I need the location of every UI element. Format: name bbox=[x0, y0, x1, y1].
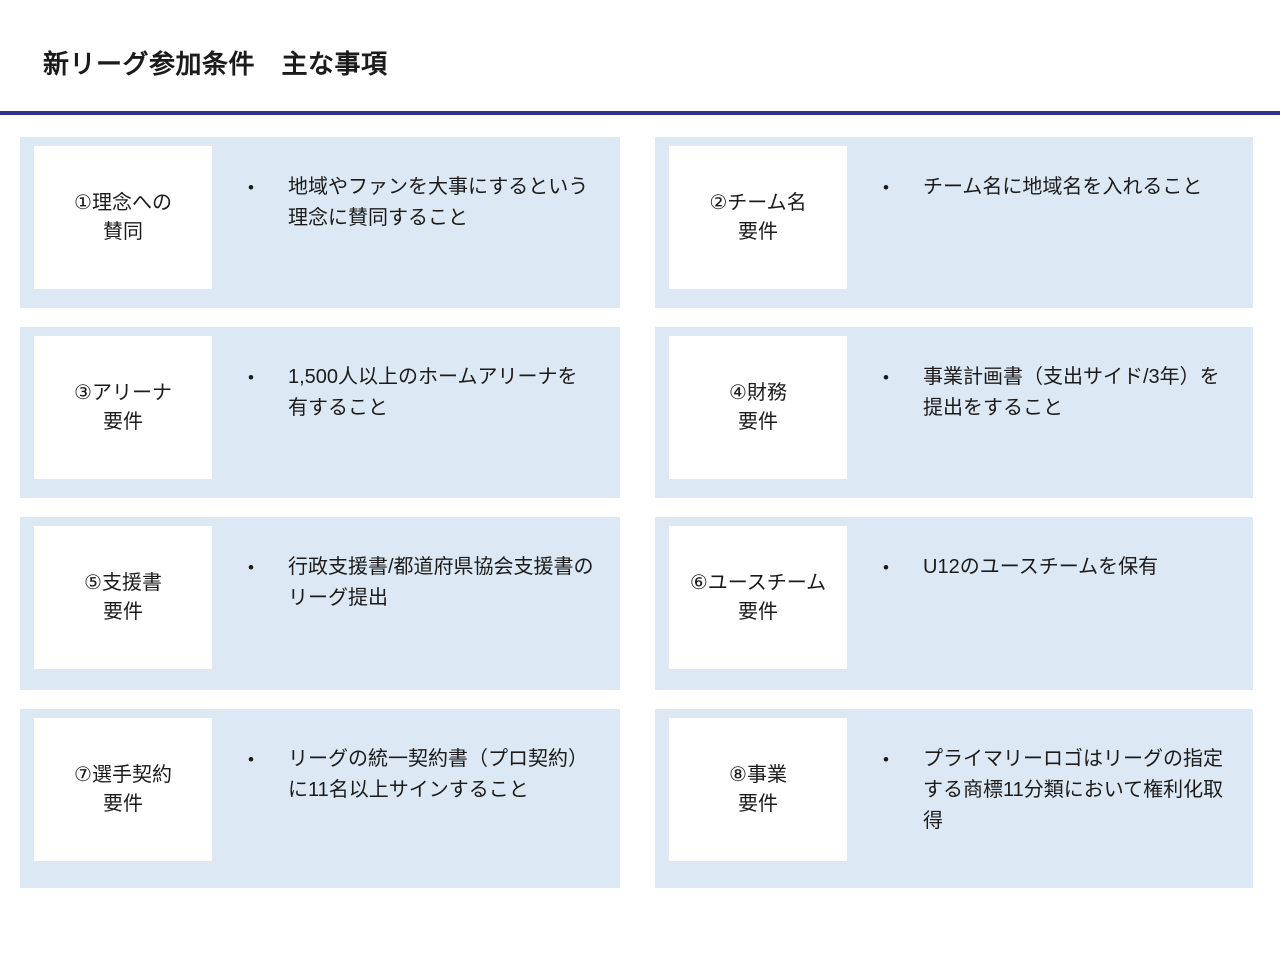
card-body: • 事業計画書（支出サイド/3年）を提出をすること bbox=[847, 327, 1253, 498]
bullet-icon: • bbox=[883, 750, 889, 769]
card-label: ②チーム名 要件 bbox=[669, 146, 847, 289]
card-label: ⑤支援書 要件 bbox=[34, 526, 212, 669]
card-body: • プライマリーロゴはリーグの指定する商標11分類において権利化取得 bbox=[847, 709, 1253, 888]
title-divider-rule bbox=[0, 111, 1280, 115]
card-bullet-text: U12のユースチームを保有 bbox=[923, 556, 1159, 578]
card-label: ⑥ユースチーム 要件 bbox=[669, 526, 847, 669]
card-support-letter: ⑤支援書 要件 • 行政支援書/都道府県協会支援書のリーグ提出 bbox=[20, 517, 620, 690]
card-philosophy: ①理念への 賛同 • 地域やファンを大事にするという理念に賛同すること bbox=[20, 137, 620, 308]
bullet-icon: • bbox=[883, 368, 889, 387]
card-bullet-text: 地域やファンを大事にするという理念に賛同すること bbox=[288, 176, 589, 229]
card-body: • 1,500人以上のホームアリーナを有すること bbox=[212, 327, 620, 498]
page-title: 新リーグ参加条件 主な事項 bbox=[43, 49, 388, 79]
card-body: • 行政支援書/都道府県協会支援書のリーグ提出 bbox=[212, 517, 620, 690]
card-body: • リーグの統一契約書（プロ契約）に11名以上サインすること bbox=[212, 709, 620, 888]
card-bullet-text: プライマリーロゴはリーグの指定する商標11分類において権利化取得 bbox=[923, 748, 1224, 832]
bullet-icon: • bbox=[883, 558, 889, 577]
card-label: ③アリーナ 要件 bbox=[34, 336, 212, 479]
card-label: ①理念への 賛同 bbox=[34, 146, 212, 289]
card-arena: ③アリーナ 要件 • 1,500人以上のホームアリーナを有すること bbox=[20, 327, 620, 498]
card-youth-team: ⑥ユースチーム 要件 • U12のユースチームを保有 bbox=[655, 517, 1253, 690]
card-bullet-text: リーグの統一契約書（プロ契約）に11名以上サインすること bbox=[288, 748, 588, 801]
card-body: • チーム名に地域名を入れること bbox=[847, 137, 1253, 308]
requirements-grid: ①理念への 賛同 • 地域やファンを大事にするという理念に賛同すること ②チーム… bbox=[20, 137, 1253, 888]
bullet-icon: • bbox=[248, 178, 254, 197]
card-label: ④財務 要件 bbox=[669, 336, 847, 479]
card-label: ⑧事業 要件 bbox=[669, 718, 847, 861]
card-bullet-text: 行政支援書/都道府県協会支援書のリーグ提出 bbox=[288, 556, 594, 609]
card-bullet-text: チーム名に地域名を入れること bbox=[923, 176, 1203, 198]
card-team-name: ②チーム名 要件 • チーム名に地域名を入れること bbox=[655, 137, 1253, 308]
bullet-icon: • bbox=[248, 368, 254, 387]
bullet-icon: • bbox=[248, 558, 254, 577]
card-bullet-text: 1,500人以上のホームアリーナを有すること bbox=[288, 366, 578, 419]
bullet-icon: • bbox=[248, 750, 254, 769]
card-body: • U12のユースチームを保有 bbox=[847, 517, 1253, 690]
card-finance: ④財務 要件 • 事業計画書（支出サイド/3年）を提出をすること bbox=[655, 327, 1253, 498]
card-body: • 地域やファンを大事にするという理念に賛同すること bbox=[212, 137, 620, 308]
card-bullet-text: 事業計画書（支出サイド/3年）を提出をすること bbox=[923, 366, 1220, 419]
card-player-contract: ⑦選手契約 要件 • リーグの統一契約書（プロ契約）に11名以上サインすること bbox=[20, 709, 620, 888]
card-label: ⑦選手契約 要件 bbox=[34, 718, 212, 861]
card-business: ⑧事業 要件 • プライマリーロゴはリーグの指定する商標11分類において権利化取… bbox=[655, 709, 1253, 888]
bullet-icon: • bbox=[883, 178, 889, 197]
